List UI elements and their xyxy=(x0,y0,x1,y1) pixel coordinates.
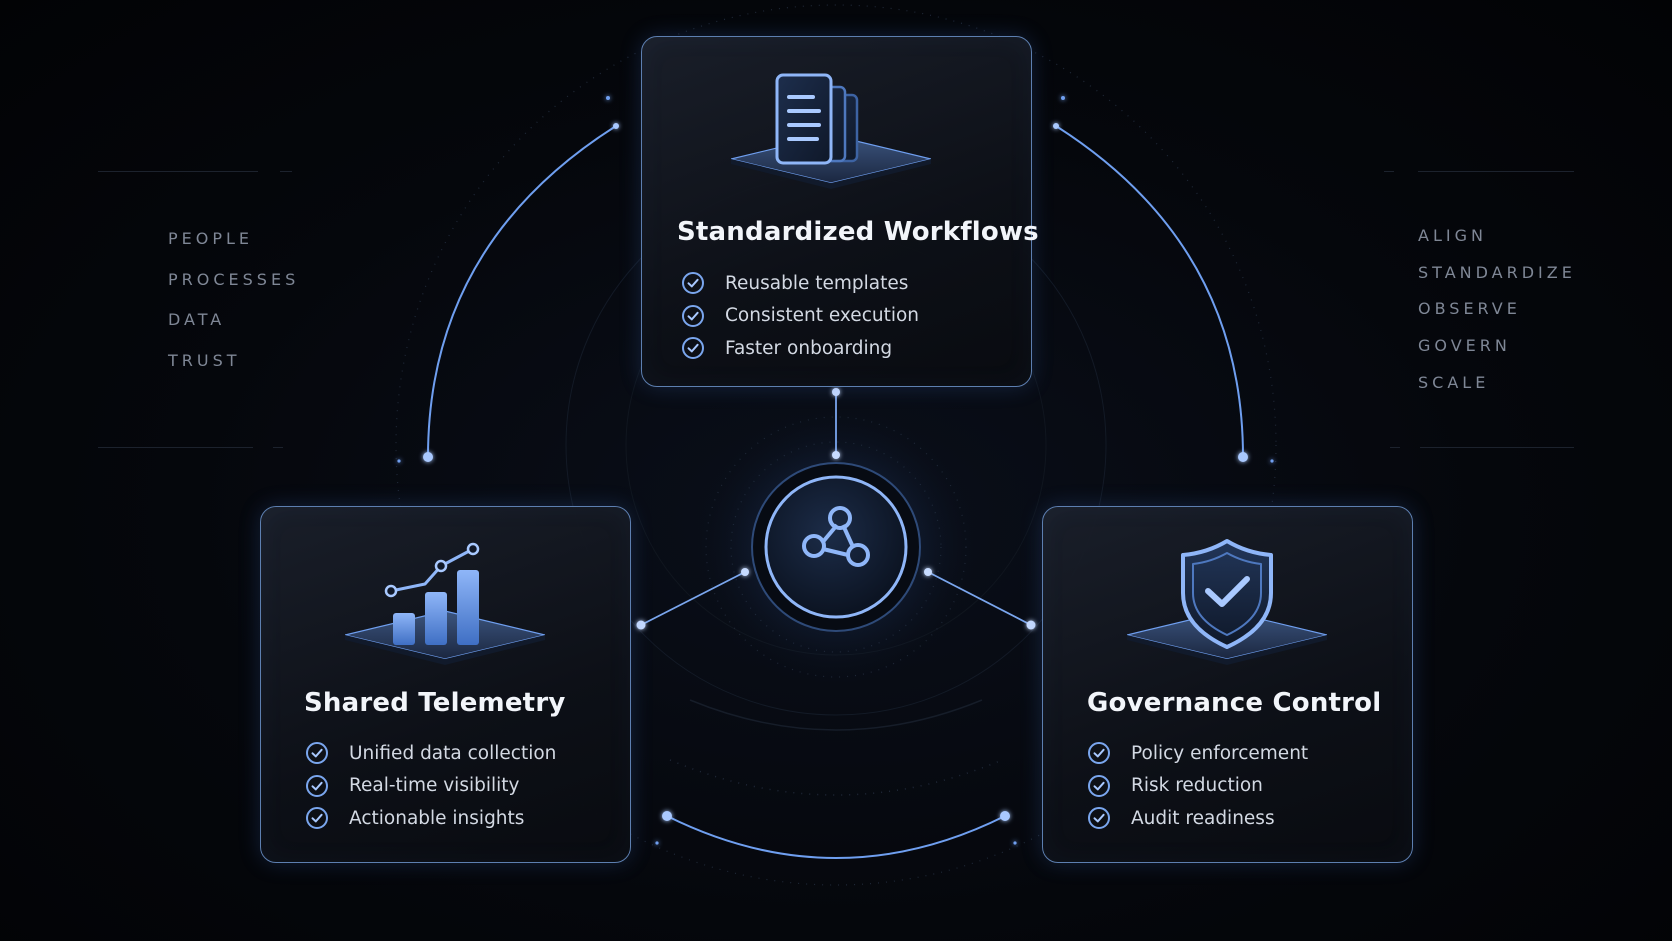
arc-left xyxy=(427,125,617,458)
document-stack-icon xyxy=(730,71,932,206)
feature-item: Actionable insights xyxy=(305,802,556,835)
feature-item: Consistent execution xyxy=(681,300,919,333)
feature-item: Policy enforcement xyxy=(1087,737,1308,770)
feature-label: Consistent execution xyxy=(725,305,920,327)
check-circle-icon xyxy=(306,774,328,797)
arc-right xyxy=(1055,125,1244,458)
right-keyword: ALIGN xyxy=(1418,226,1487,245)
feature-label: Real-time visibility xyxy=(349,775,520,797)
card-governance-control: Governance Control Policy enforcement Ri… xyxy=(1042,506,1413,863)
right-keyword-list: ALIGN STANDARDIZE OBSERVE GOVERN SCALE xyxy=(1418,226,1576,409)
card-standardized-workflows: Standardized Workflows Reusable template… xyxy=(641,36,1039,387)
card-title: Standardized Workflows xyxy=(677,217,1039,247)
outer-arcs xyxy=(427,125,1244,859)
feature-list: Unified data collection Real-time visibi… xyxy=(305,737,556,835)
check-circle-icon xyxy=(306,742,328,765)
bottom-ring-arcs xyxy=(669,699,1003,796)
feature-label: Reusable templates xyxy=(725,272,909,294)
shield-check-icon xyxy=(1126,531,1328,676)
card-title: Shared Telemetry xyxy=(304,688,566,718)
check-circle-icon xyxy=(682,337,704,360)
right-keyword: GOVERN xyxy=(1418,336,1511,356)
feature-list: Reusable templates Consistent execution … xyxy=(681,267,919,365)
left-keyword: PEOPLE xyxy=(168,229,254,248)
check-circle-icon xyxy=(682,272,704,295)
divider-left-top-tick xyxy=(280,171,292,172)
divider-left-top xyxy=(98,171,258,172)
divider-left-bottom xyxy=(98,447,253,448)
left-keyword: DATA xyxy=(168,310,226,329)
feature-item: Unified data collection xyxy=(305,737,556,770)
divider-right-top xyxy=(1418,171,1574,172)
feature-label: Unified data collection xyxy=(349,742,557,764)
card-shared-telemetry: Shared Telemetry Unified data collection… xyxy=(260,506,631,863)
feature-label: Policy enforcement xyxy=(1131,742,1309,764)
left-keyword: PROCESSES xyxy=(168,269,300,289)
check-circle-icon xyxy=(1088,774,1110,797)
feature-item: Risk reduction xyxy=(1087,770,1308,803)
feature-item: Faster onboarding xyxy=(681,332,919,365)
check-circle-icon xyxy=(1088,807,1110,830)
left-keyword-list: PEOPLE PROCESSES DATA TRUST xyxy=(168,229,299,391)
divider-left-bottom-tick xyxy=(273,447,283,448)
divider-right-bottom xyxy=(1420,447,1574,448)
right-keyword: STANDARDIZE xyxy=(1418,262,1576,282)
feature-list: Policy enforcement Risk reduction Audit … xyxy=(1087,737,1308,835)
right-keyword: OBSERVE xyxy=(1418,299,1521,319)
check-circle-icon xyxy=(682,304,704,327)
left-keyword: TRUST xyxy=(168,350,241,370)
check-circle-icon xyxy=(306,807,328,830)
arc-end-dots xyxy=(397,96,1274,845)
feature-item: Audit readiness xyxy=(1087,802,1308,835)
bar-chart-trend-icon xyxy=(344,531,546,676)
feature-label: Faster onboarding xyxy=(725,337,893,359)
feature-label: Risk reduction xyxy=(1131,775,1263,797)
arc-bottom xyxy=(666,815,1006,859)
divider-right-bottom-tick xyxy=(1390,447,1400,448)
feature-item: Real-time visibility xyxy=(305,770,556,803)
card-title: Governance Control xyxy=(1087,688,1382,718)
connector-dots xyxy=(636,388,1036,630)
right-keyword: SCALE xyxy=(1418,372,1490,392)
divider-right-top-tick xyxy=(1384,171,1394,172)
central-hub xyxy=(750,461,922,633)
feature-label: Actionable insights xyxy=(349,807,525,829)
share-nodes-icon xyxy=(802,506,870,567)
hub-connectors xyxy=(640,392,1032,626)
feature-label: Audit readiness xyxy=(1131,807,1275,829)
feature-item: Reusable templates xyxy=(681,267,919,300)
check-circle-icon xyxy=(1088,742,1110,765)
